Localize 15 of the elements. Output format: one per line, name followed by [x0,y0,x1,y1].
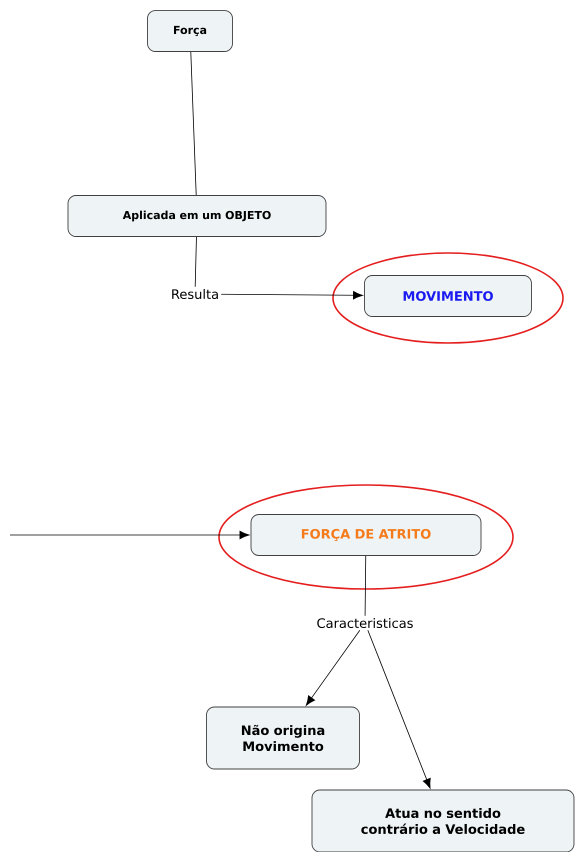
concept-box: Aplicada em um OBJETO [68,195,326,237]
arrow [10,530,250,540]
concept-box: MOVIMENTO [364,275,532,317]
arrow [367,630,431,789]
concept-box: Força [147,10,233,52]
concept-box: FORÇA DE ATRITO [250,514,482,556]
concept-box: Atua no sentido contrário a Velocidade [312,790,574,852]
concept-box: Não origina Movimento [206,706,360,770]
arrow [306,630,360,706]
connector-line [190,52,197,196]
linking-phrase: Caracteristicas [317,618,413,628]
connector-line [194,236,197,288]
linking-phrase: Resulta [172,288,218,300]
arrow [220,291,363,300]
connector-line [364,556,366,616]
